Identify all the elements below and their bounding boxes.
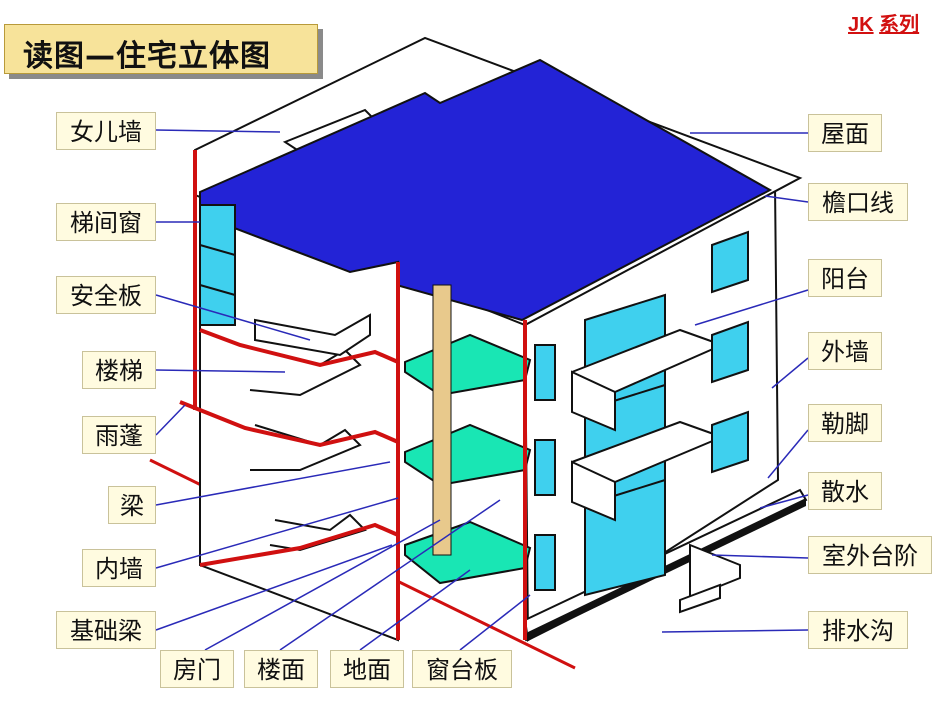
label-steps: 室外台阶	[808, 536, 932, 574]
door	[432, 284, 452, 556]
outdoor-steps	[679, 583, 721, 614]
leader-ground	[359, 569, 471, 651]
safety-board	[254, 313, 371, 357]
label-canopy: 雨蓬	[82, 416, 156, 454]
label-stair-window: 梯间窗	[56, 203, 156, 241]
label-drain: 排水沟	[808, 611, 908, 649]
balcony-front	[571, 460, 616, 522]
label-safety-board: 安全板	[56, 276, 156, 314]
window	[534, 534, 556, 591]
side-window	[711, 230, 749, 294]
label-inner-wall: 内墙	[82, 549, 156, 587]
leader-stairs	[155, 369, 286, 373]
window	[534, 439, 556, 496]
label-plinth: 勒脚	[808, 404, 882, 442]
stair-window-mullion	[199, 284, 236, 296]
leader-plinth	[767, 429, 809, 479]
window	[534, 344, 556, 401]
label-parapet: 女儿墙	[56, 112, 156, 150]
stair-window	[199, 204, 236, 326]
label-floor: 楼面	[244, 650, 318, 688]
leader-apron	[759, 494, 809, 509]
label-door: 房门	[160, 650, 234, 688]
label-roof: 屋面	[808, 114, 882, 152]
leader-canopy	[155, 404, 186, 436]
label-balcony: 阳台	[808, 259, 882, 297]
label-ground: 地面	[330, 650, 404, 688]
floor-slab	[404, 423, 532, 487]
leader-door	[204, 519, 441, 651]
leader-outer-wall	[771, 357, 809, 389]
leader-inner-wall	[155, 497, 399, 569]
leader-sill	[459, 594, 531, 651]
leader-eave	[764, 195, 809, 203]
series-badge: JK 系列	[848, 8, 919, 37]
title-box: 读图—住宅立体图	[4, 24, 318, 74]
leader-steps	[711, 554, 809, 559]
label-sill: 窗台板	[412, 650, 512, 688]
side-window	[711, 320, 749, 384]
leader-floor	[279, 499, 501, 651]
leader-beam	[155, 461, 391, 506]
leader-safety-board	[155, 294, 311, 341]
leader-parapet	[155, 129, 281, 133]
label-outer-wall: 外墙	[808, 332, 882, 370]
series-prefix: JK	[848, 14, 874, 36]
leader-foundation-beam	[155, 544, 393, 631]
label-eave: 檐口线	[808, 183, 908, 221]
slab-cut	[199, 522, 399, 567]
label-beam: 梁	[108, 486, 156, 524]
series-suffix: 系列	[879, 14, 920, 36]
label-stairs: 楼梯	[82, 351, 156, 389]
stair-window-mullion	[199, 244, 236, 256]
balcony-front	[571, 370, 616, 432]
page-title: 读图—住宅立体图	[23, 39, 271, 74]
leader-balcony	[694, 289, 809, 326]
side-window	[711, 410, 749, 474]
leader-drain	[661, 629, 809, 633]
label-apron: 散水	[808, 472, 882, 510]
slab-cut	[179, 400, 399, 448]
floor-slab	[404, 333, 532, 397]
slab-cut	[199, 328, 399, 368]
drain	[528, 498, 806, 640]
label-foundation-beam: 基础梁	[56, 611, 156, 649]
